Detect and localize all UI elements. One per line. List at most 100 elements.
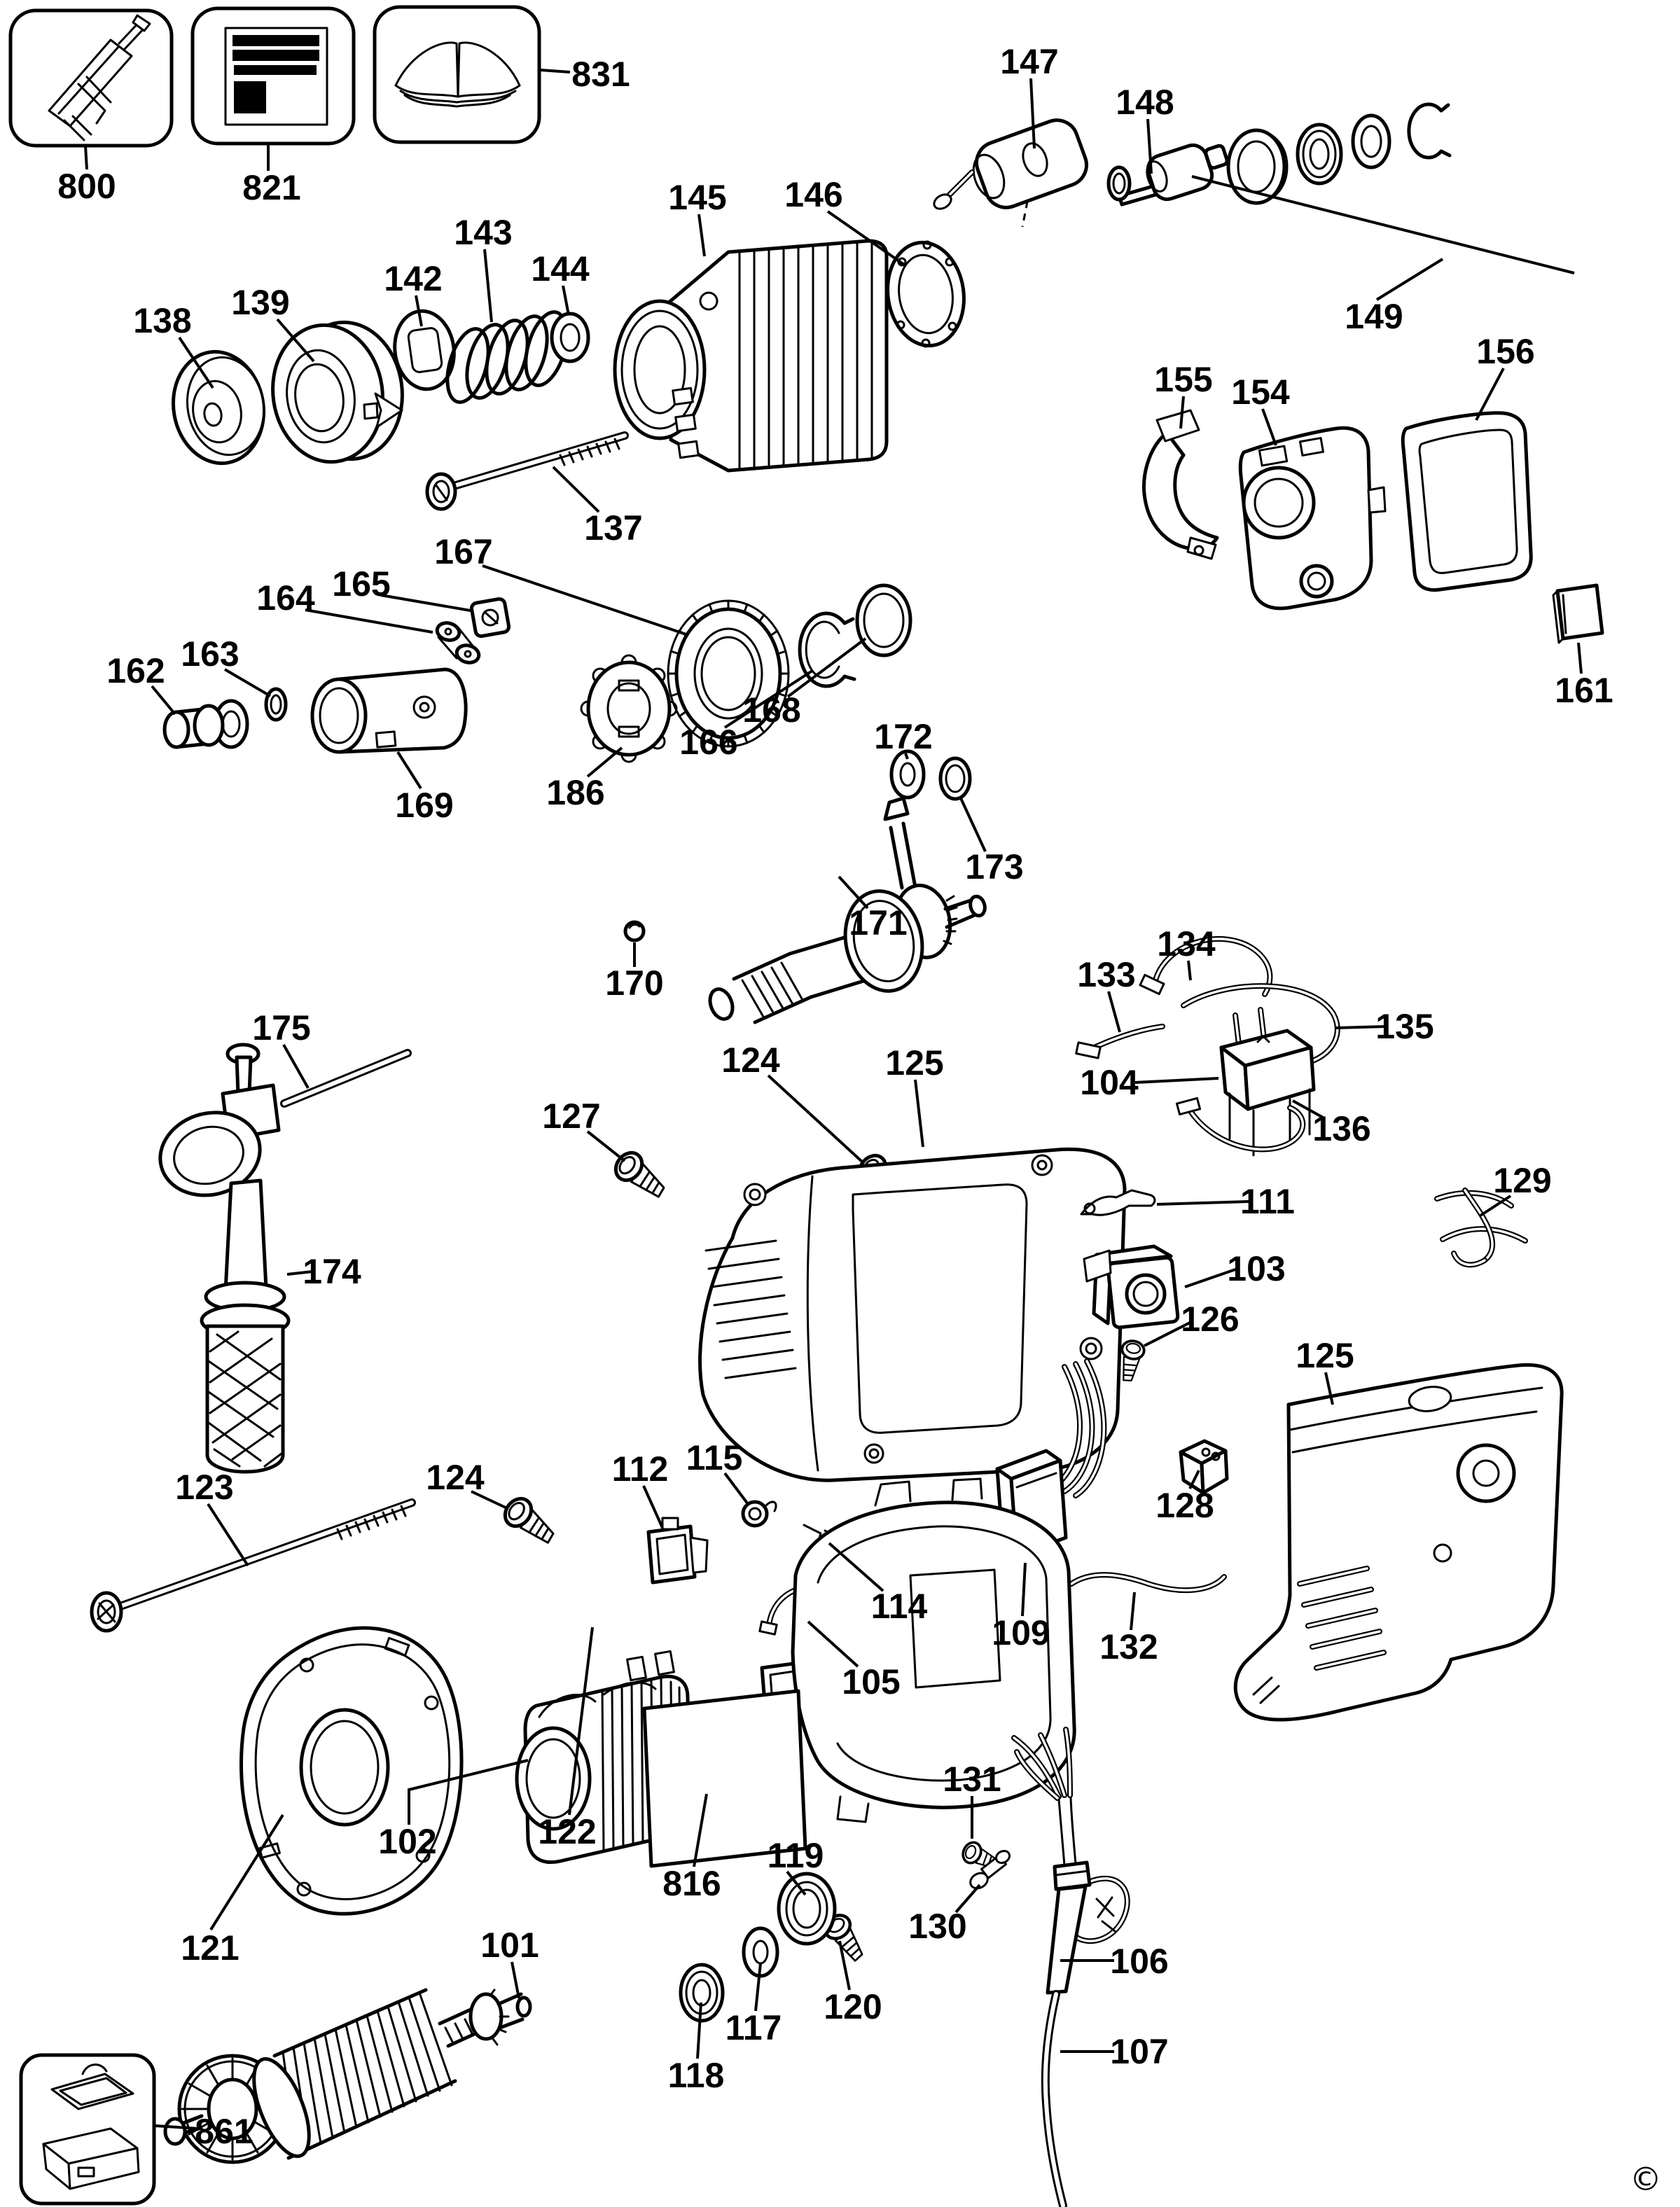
- part-164-detent: [435, 621, 481, 664]
- part-107-power-cord: [1041, 1990, 1067, 2207]
- part-label-115: 115: [686, 1438, 743, 1477]
- part-label-164: 164: [256, 578, 315, 618]
- part-label-148: 148: [1116, 83, 1174, 122]
- part-label-800: 800: [57, 167, 116, 206]
- leader-line-125: [914, 1079, 924, 1148]
- grease-gun-icon: [48, 14, 151, 141]
- leader-line-186: [586, 746, 623, 778]
- accessory-box-821: [190, 6, 356, 146]
- part-label-112: 112: [612, 1449, 669, 1489]
- leader-line-135: [1335, 1025, 1387, 1029]
- leader-line-130: [954, 1884, 981, 1914]
- part-174-side-handle: [158, 1043, 291, 1474]
- part-label-105: 105: [842, 1662, 900, 1701]
- part-label-106: 106: [1110, 1942, 1168, 1981]
- leader-line-139: [276, 318, 315, 363]
- part-label-130: 130: [908, 1907, 966, 1946]
- part-label-831: 831: [571, 55, 630, 94]
- leader-line-128: [1188, 1470, 1200, 1489]
- part-121-bearing-plate: [239, 1626, 464, 1916]
- leader-line-126: [1144, 1321, 1192, 1347]
- leader-line-831: [540, 69, 571, 74]
- part-132-jumper-wire: [1062, 1572, 1227, 1599]
- part-155-clamp: [1142, 409, 1219, 560]
- leader-line-101: [511, 1961, 520, 1999]
- leader-line-149: [1375, 258, 1444, 301]
- part-label-119: 119: [768, 1836, 824, 1875]
- part-165-nut: [469, 597, 511, 639]
- part-label-816: 816: [662, 1864, 721, 1903]
- part-label-146: 146: [784, 175, 842, 214]
- part-161-pad: [1552, 583, 1604, 644]
- leader-line-172: [904, 753, 909, 760]
- part-label-154: 154: [1231, 373, 1290, 412]
- copyright-symbol: ©: [1630, 2160, 1662, 2198]
- part-129-lead-wires: [1434, 1188, 1528, 1268]
- leader-line-148: [1146, 118, 1153, 174]
- leader-line-118: [696, 2002, 702, 2059]
- leader-line-154: [1261, 408, 1277, 446]
- part-label-134: 134: [1157, 924, 1216, 963]
- part-172-washer: [889, 749, 926, 800]
- leader-line-143: [483, 249, 493, 323]
- leader-line-144: [562, 285, 570, 316]
- part-146-gasket-ring: [886, 240, 966, 348]
- leader-line-104: [1134, 1077, 1219, 1084]
- leader-line-102: [408, 1759, 529, 1825]
- part-label-124: 124: [721, 1040, 780, 1080]
- leader-line-112: [642, 1485, 664, 1529]
- part-label-821: 821: [242, 168, 300, 207]
- part-label-170: 170: [605, 963, 663, 1003]
- part-173-washer: [938, 756, 972, 801]
- leader-line-169: [396, 751, 422, 790]
- leader-line-175: [282, 1044, 310, 1089]
- part-label-122: 122: [538, 1812, 596, 1851]
- part-label-111: 111: [1240, 1182, 1295, 1221]
- part-label-145: 145: [668, 178, 726, 217]
- leader-line-132: [1130, 1592, 1136, 1631]
- part-119-bearing-ring: [777, 1872, 837, 1946]
- part-label-169: 169: [395, 786, 453, 825]
- leader-line-115: [723, 1472, 749, 1505]
- part-128-connector-block: [1179, 1439, 1229, 1495]
- part-103-switch: [1083, 1244, 1180, 1330]
- part-149-spindle-assembly: [933, 102, 1452, 210]
- part-167-ring-gear: [667, 599, 790, 748]
- part-label-861: 861: [195, 2112, 253, 2151]
- part-118-bearing: [679, 1963, 725, 2023]
- leader-line-800: [84, 145, 88, 170]
- part-label-168: 168: [742, 690, 800, 730]
- part-169-cylinder-sleeve: [310, 667, 468, 754]
- part-101-armature: [163, 1988, 532, 2164]
- leader-line-124: [767, 1074, 864, 1164]
- part-156-gasket-frame: [1401, 411, 1533, 592]
- leader-line-123: [207, 1503, 249, 1567]
- part-162-bushing: [162, 699, 249, 749]
- part-label-103: 103: [1227, 1249, 1285, 1288]
- part-label-109: 109: [992, 1613, 1050, 1652]
- part-106-cord-guard: [1011, 1727, 1130, 1995]
- part-label-125: 125: [885, 1043, 943, 1082]
- leader-line-145: [697, 214, 706, 257]
- part-label-114: 114: [871, 1587, 928, 1626]
- part-label-172: 172: [874, 717, 932, 756]
- part-label-174: 174: [303, 1252, 361, 1291]
- part-label-104: 104: [1080, 1063, 1139, 1102]
- part-186-clutch-washer: [580, 654, 678, 763]
- part-125-housing-right: [1233, 1363, 1564, 1722]
- part-130-terminal: [969, 1849, 1011, 1890]
- part-138-chuck-cap: [171, 349, 266, 466]
- part-label-167: 167: [434, 532, 492, 571]
- leader-line-149: [1191, 175, 1575, 274]
- leader-line-156: [1475, 368, 1505, 421]
- part-label-144: 144: [531, 249, 590, 288]
- part-label-127: 127: [542, 1096, 600, 1136]
- leader-line-109: [1021, 1562, 1027, 1617]
- leader-line-142: [415, 295, 423, 327]
- part-134-field-wire: [1139, 935, 1273, 997]
- part-label-123: 123: [175, 1468, 233, 1507]
- part-label-156: 156: [1476, 332, 1534, 371]
